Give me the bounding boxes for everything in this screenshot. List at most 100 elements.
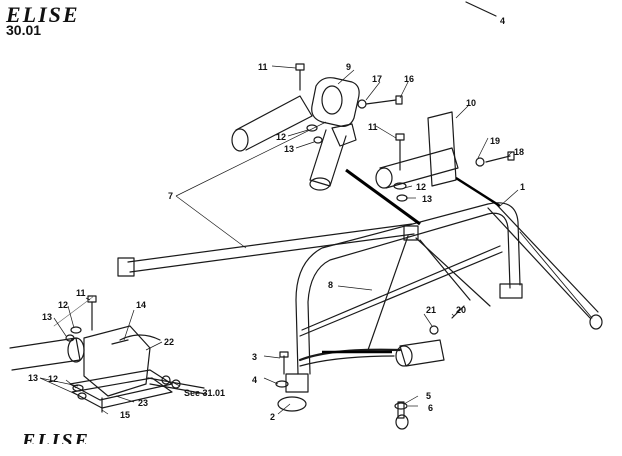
washer-21 (429, 325, 439, 335)
callout-14: 14 (136, 300, 146, 310)
inset-bracket (83, 325, 151, 397)
callout-3: 3 (252, 352, 257, 362)
section-number: 30.01 (6, 22, 42, 38)
callout-see-reference: See 31.01 (184, 388, 225, 398)
inset-nut-13 (65, 334, 75, 342)
washer-19 (475, 157, 485, 167)
bolt-11-right-head (395, 133, 405, 141)
callout-16: 16 (404, 74, 414, 84)
hoop-clamp (403, 225, 419, 241)
harness-mount (399, 339, 445, 367)
cross-brace-a (367, 235, 409, 351)
callout-21: 21 (426, 305, 436, 315)
callout-4: 4 (252, 375, 257, 385)
callout-10: 10 (466, 98, 476, 108)
curved-leader-belt (345, 168, 421, 226)
callout-13-top: 13 (284, 144, 294, 154)
callout-15: 15 (120, 410, 130, 420)
rear-stay-left (519, 231, 593, 319)
inset-divider (53, 295, 95, 327)
cross-brace-c (419, 239, 471, 301)
harness-mount-end (395, 345, 413, 367)
callout-5: 5 (426, 391, 431, 401)
forward-stay-bracket (117, 257, 135, 277)
callout-22: 22 (164, 337, 174, 347)
inset-washer-12b (72, 384, 84, 392)
left-tube-end (231, 128, 249, 152)
callout-13-inset-low: 13 (28, 373, 38, 383)
callout-13-inset: 13 (42, 312, 52, 322)
main-hoop-inner (307, 212, 511, 375)
callout-20: 20 (456, 305, 466, 315)
inset-tube-end (67, 337, 85, 363)
rear-stay-right-2 (495, 203, 599, 313)
bolt-5 (397, 401, 405, 419)
inset-nut-13b (77, 392, 87, 400)
sleeve-bottom (395, 414, 409, 430)
bolt-16 (365, 99, 397, 105)
right-tube-end (375, 167, 393, 189)
inset-wire (147, 377, 205, 389)
hoop-foot-right (499, 283, 523, 299)
washer-17 (357, 99, 367, 109)
inset-nut-22 (161, 375, 171, 385)
bolt-11-head (295, 63, 305, 71)
inset-pipe (119, 334, 161, 341)
callout-11-inset: 11 (76, 288, 86, 298)
callout-2: 2 (270, 412, 275, 422)
inset-washer-12 (70, 326, 82, 334)
washer-4 (275, 380, 289, 388)
bolt-16-head (395, 95, 403, 105)
top-clamp-bore (321, 85, 343, 115)
nut-13-top (313, 136, 323, 144)
right-clamp (427, 111, 457, 187)
bolt-4-top (465, 1, 497, 17)
callout-19: 19 (490, 136, 500, 146)
inset-bolt-14 (111, 339, 129, 345)
callout-13-right: 13 (422, 194, 432, 204)
callout-12-inset: 12 (58, 300, 68, 310)
inset-base-plate-2 (71, 377, 173, 409)
callout-6: 6 (428, 403, 433, 413)
inset-nut-22b (171, 379, 181, 389)
callout-11-right: 11 (368, 122, 378, 132)
inset-bolt-11-head (87, 295, 97, 303)
bolt-18 (485, 155, 511, 163)
top-clamp (311, 77, 360, 127)
washer-6 (394, 402, 408, 410)
nut-13-right (396, 194, 408, 202)
callout-7: 7 (168, 191, 173, 201)
washer-12-right (393, 182, 407, 190)
main-hoop (295, 202, 521, 375)
rear-stay-right (487, 207, 591, 319)
belt-tube-2 (299, 355, 395, 367)
callout-1: 1 (520, 182, 525, 192)
callout-12-top: 12 (276, 132, 286, 142)
callout-8: 8 (328, 280, 333, 290)
callout-9: 9 (346, 62, 351, 72)
diagonal-brace (299, 251, 503, 337)
bolt-3-head (279, 351, 289, 358)
callout-17: 17 (372, 74, 382, 84)
callout-23: 23 (138, 398, 148, 408)
inset-wire-2 (149, 383, 207, 395)
rear-foot (589, 314, 603, 330)
washer-12-top (306, 124, 318, 132)
hoop-foot-left (285, 373, 309, 393)
forward-stay-2 (129, 233, 415, 273)
left-tube (235, 95, 313, 151)
curved-leader-right (455, 176, 501, 208)
diagonal-brace-2 (301, 245, 501, 331)
brand-logo-bottom: ELISE (22, 430, 90, 444)
left-foot-plate (277, 396, 307, 412)
callout-12-right: 12 (416, 182, 426, 192)
down-tube (309, 129, 347, 187)
callout-12-inset-low: 12 (48, 374, 58, 384)
bracket-plate (331, 123, 357, 147)
inset-tube (9, 337, 81, 371)
brand-logo: ELISE (6, 2, 80, 27)
down-tube-end (309, 177, 331, 191)
callout-4-top: 4 (500, 16, 505, 26)
